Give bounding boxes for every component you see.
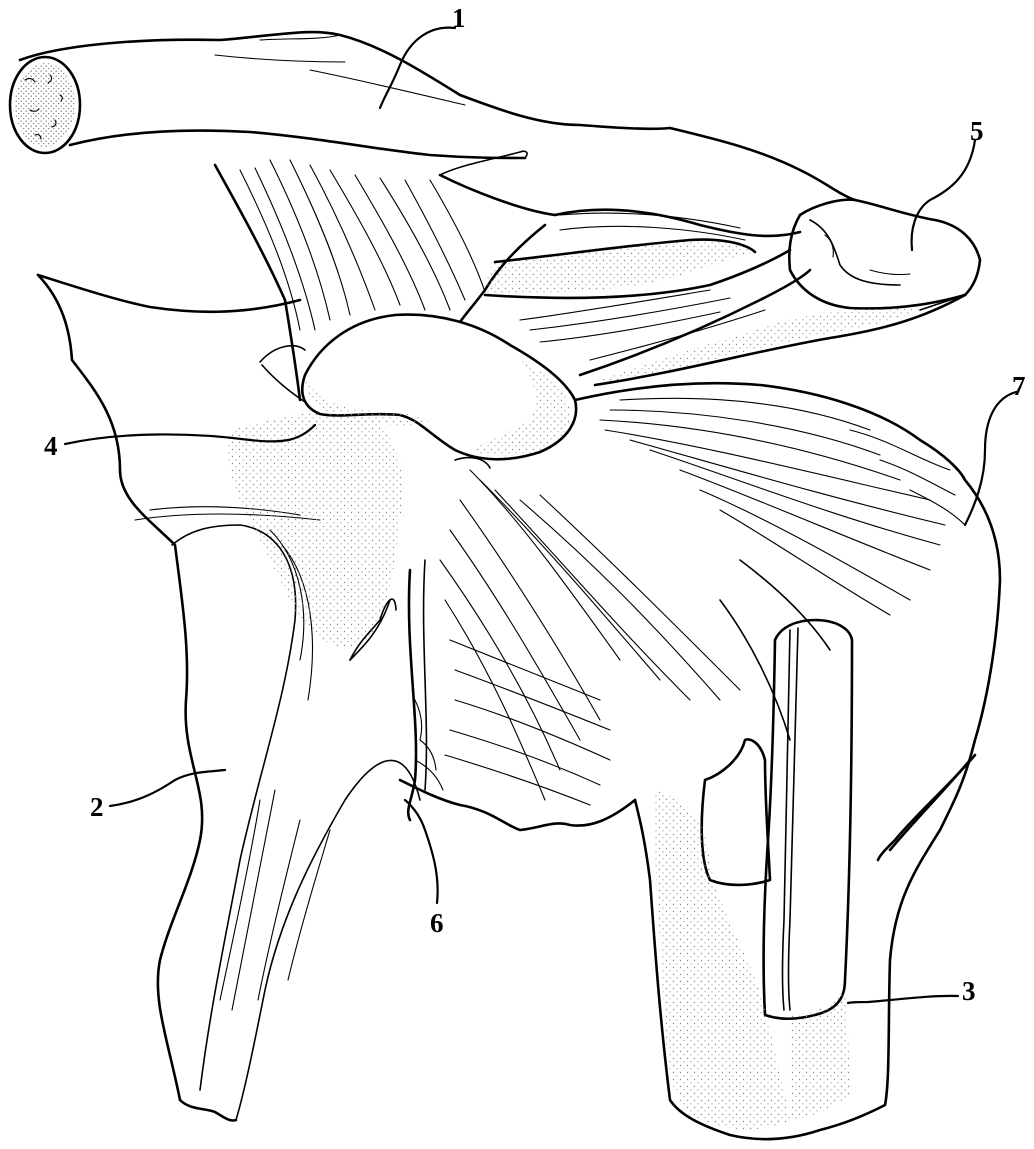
humerus <box>575 383 1000 1139</box>
label-2: 2 <box>90 792 104 822</box>
label-6: 6 <box>430 908 444 938</box>
leader-6 <box>405 800 438 903</box>
joint-capsule <box>400 458 740 830</box>
leader-3 <box>848 996 958 1003</box>
glenoid-region <box>228 412 403 660</box>
label-1: 1 <box>452 3 466 33</box>
labels: 1 5 4 7 2 6 3 <box>44 3 1026 1006</box>
label-4: 4 <box>44 431 58 461</box>
label-3: 3 <box>962 976 976 1006</box>
label-7: 7 <box>1012 371 1026 401</box>
leader-2 <box>110 770 225 806</box>
acromion <box>789 200 980 310</box>
label-5: 5 <box>970 116 984 146</box>
clavicle <box>10 32 855 200</box>
leader-7 <box>965 392 1016 525</box>
